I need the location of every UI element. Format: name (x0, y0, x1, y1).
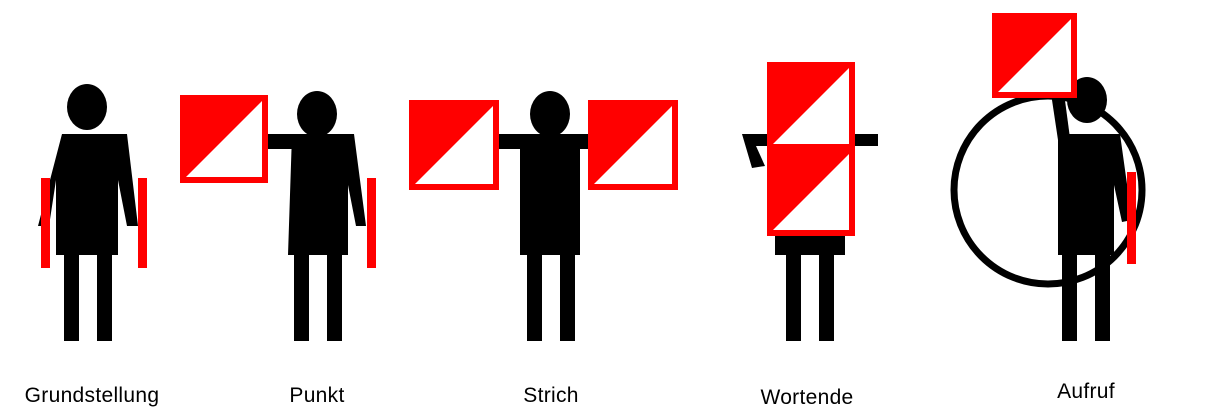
flag-raised-high (992, 13, 1077, 98)
figure-leg-left (294, 252, 309, 341)
figure-leg-right (819, 236, 834, 341)
flag-crossed-upper (767, 62, 855, 150)
figure-leg-right (327, 252, 342, 341)
figure-head (297, 91, 337, 137)
figure-leg-right (97, 252, 112, 341)
flag-left-folded (41, 178, 50, 268)
pose-strich (409, 91, 678, 341)
figure-body (288, 134, 366, 255)
caption-wortende: Wortende (760, 386, 853, 410)
figure-leg-left (1062, 252, 1077, 341)
figure-body (38, 134, 138, 255)
figure-head (530, 91, 570, 137)
flag-left-raised (180, 95, 268, 183)
figure-body (520, 134, 580, 255)
flag-crossed-lower (767, 148, 855, 236)
figure-leg-right (560, 252, 575, 341)
pose-grundstellung (38, 84, 147, 341)
flag-right-folded (138, 178, 147, 268)
flag-right-raised (588, 100, 678, 190)
caption-aufruf: Aufruf (1057, 380, 1115, 404)
flag-right-folded (367, 178, 376, 268)
caption-grundstellung: Grundstellung (25, 384, 160, 408)
pose-wortende (742, 62, 878, 341)
pose-punkt (180, 91, 376, 341)
figure-head (67, 84, 107, 130)
caption-punkt: Punkt (289, 384, 344, 408)
flag-right-folded (1127, 172, 1136, 264)
figure-leg-left (64, 252, 79, 341)
caption-strich: Strich (523, 384, 578, 408)
figure-body (1058, 134, 1132, 255)
figure-leg-left (786, 236, 801, 341)
pose-aufruf (954, 13, 1142, 341)
figure-leg-right (1095, 252, 1110, 341)
flag-left-raised (409, 100, 499, 190)
figure-leg-left (527, 252, 542, 341)
